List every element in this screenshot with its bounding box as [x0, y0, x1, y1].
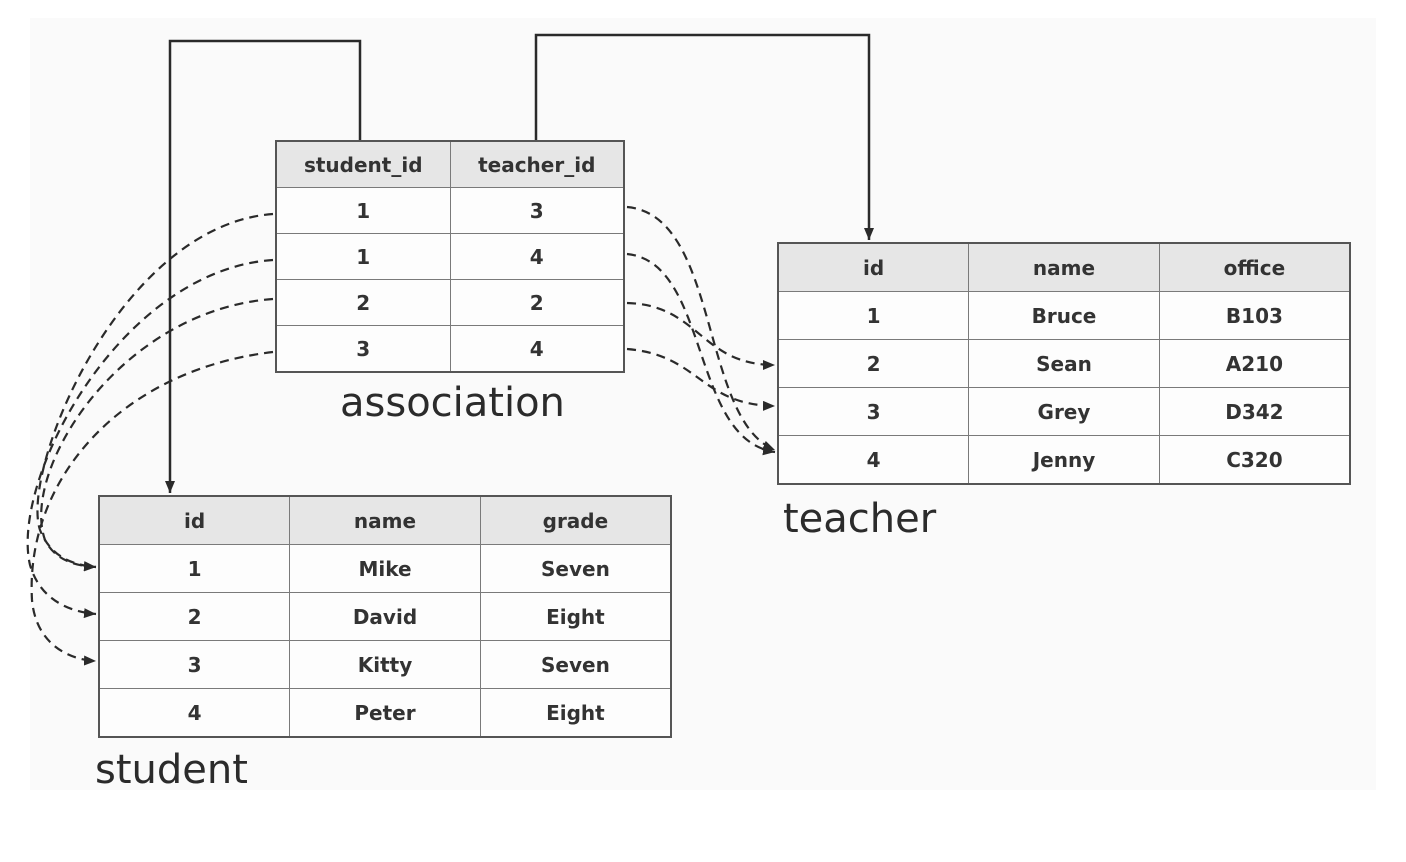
row2-teacher-link — [626, 252, 776, 456]
table-cell: C320 — [1158, 435, 1351, 485]
table-cell: Mike — [289, 544, 481, 593]
table-cell: 3 — [449, 187, 625, 234]
table-cell: Eight — [479, 592, 672, 641]
student-caption: student — [95, 747, 248, 793]
association-table: student_id teacher_id 1 3 1 4 2 2 3 4 — [275, 140, 625, 373]
table-cell: Jenny — [968, 435, 1160, 485]
table-cell: Seven — [479, 640, 672, 689]
table-cell: 2 — [449, 279, 625, 326]
table-row: 1 4 — [275, 233, 625, 280]
teacher-table: id name office 1 Bruce B103 2 Sean A210 … — [777, 242, 1351, 485]
table-header-row: student_id teacher_id — [275, 140, 625, 188]
row1-student-link — [36, 212, 274, 572]
table-header-row: id name grade — [98, 495, 672, 545]
table-cell: 3 — [275, 325, 451, 373]
row3-teacher-link — [626, 301, 776, 370]
column-header: name — [289, 495, 481, 545]
table-cell: Kitty — [289, 640, 481, 689]
table-cell: 2 — [275, 279, 451, 326]
table-row: 1 Mike Seven — [98, 544, 672, 593]
fk-student-id-link — [165, 39, 362, 493]
table-cell: D342 — [1158, 387, 1351, 436]
table-cell: 4 — [449, 325, 625, 373]
table-row: 1 Bruce B103 — [777, 291, 1351, 340]
table-cell: 2 — [98, 592, 291, 641]
student-table: id name grade 1 Mike Seven 2 David Eight… — [98, 495, 672, 738]
row4-teacher-link — [626, 347, 776, 411]
table-row: 1 3 — [275, 187, 625, 234]
table-cell: Sean — [968, 339, 1160, 388]
table-cell: Peter — [289, 688, 481, 738]
teacher-caption: teacher — [783, 496, 937, 542]
table-row: 3 Grey D342 — [777, 387, 1351, 436]
table-cell: 4 — [98, 688, 291, 738]
table-cell: 3 — [98, 640, 291, 689]
table-row: 2 Sean A210 — [777, 339, 1351, 388]
table-cell: 2 — [777, 339, 970, 388]
fk-teacher-id-link — [534, 33, 874, 240]
table-row: 3 Kitty Seven — [98, 640, 672, 689]
table-row: 3 4 — [275, 325, 625, 373]
column-header: id — [98, 495, 291, 545]
table-cell: 1 — [98, 544, 291, 593]
column-header: office — [1158, 242, 1351, 292]
column-header: teacher_id — [449, 140, 625, 188]
column-header: student_id — [275, 140, 451, 188]
column-header: id — [777, 242, 970, 292]
table-row: 4 Jenny C320 — [777, 435, 1351, 485]
table-cell: Bruce — [968, 291, 1160, 340]
table-cell: 4 — [449, 233, 625, 280]
table-cell: Grey — [968, 387, 1160, 436]
association-caption: association — [340, 380, 565, 426]
table-cell: B103 — [1158, 291, 1351, 340]
table-cell: 1 — [777, 291, 970, 340]
table-cell: 1 — [275, 233, 451, 280]
table-row: 2 David Eight — [98, 592, 672, 641]
column-header: grade — [479, 495, 672, 545]
table-row: 4 Peter Eight — [98, 688, 672, 738]
row1-teacher-link — [626, 205, 776, 452]
row4-student-link — [30, 350, 274, 666]
table-cell: Eight — [479, 688, 672, 738]
table-cell: David — [289, 592, 481, 641]
table-row: 2 2 — [275, 279, 625, 326]
table-cell: A210 — [1158, 339, 1351, 388]
row2-student-link — [26, 258, 274, 619]
table-header-row: id name office — [777, 242, 1351, 292]
table-cell: Seven — [479, 544, 672, 593]
column-header: name — [968, 242, 1160, 292]
table-cell: 1 — [275, 187, 451, 234]
table-cell: 4 — [777, 435, 970, 485]
row3-student-link — [40, 297, 274, 572]
table-cell: 3 — [777, 387, 970, 436]
